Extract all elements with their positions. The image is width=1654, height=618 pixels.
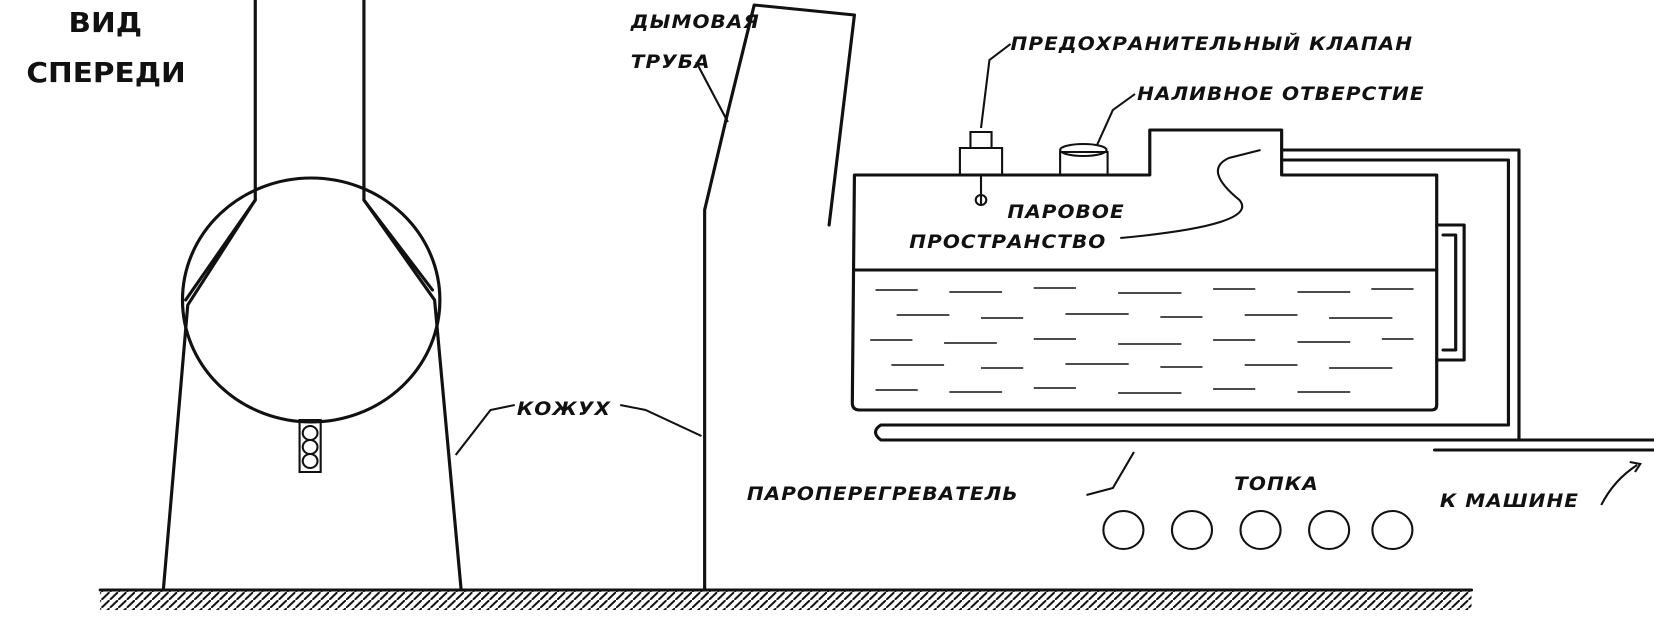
chimney-label-1: ДЫМОВАЯ [630,10,760,32]
filler-hole-label: НАЛИВНОЕ ОТВЕРСТИЕ [1137,82,1424,104]
firebox-burners [1102,510,1414,550]
water-dashes [870,287,1414,394]
ground-hatching [100,590,1472,610]
steam-space-leader [1120,149,1261,239]
steam-space-label-1: ПАРОВОЕ [1007,200,1124,222]
boiler-drum [850,128,1439,412]
safety-valve-leader [979,43,1012,129]
front-drain-pipe [298,419,322,473]
superheater-coil [873,423,1654,452]
steam-space-label-2: ПРОСТРАНСТВО [909,230,1106,252]
chimney-leader [695,61,729,123]
front-casing [161,198,463,590]
front-view-title-1: ВИД [69,6,143,39]
to-engine-arrow [1600,461,1642,506]
side-view [703,3,1654,592]
labels: ДЫМОВАЯ ТРУБА ПРЕДОХРАНИТЕЛЬНЫЙ КЛАПАН Н… [454,10,1642,512]
superheater-leader [1086,451,1135,496]
front-view: ВИД СПЕРЕДИ [26,0,463,590]
safety-valve-label: ПРЕДОХРАНИТЕЛЬНЫЙ КЛАПАН [1011,32,1413,54]
firebox-label: ТОПКА [1234,472,1319,494]
superheater-label: ПАРОПЕРЕГРЕВАТЕЛЬ [747,482,1019,504]
chimney-label-2: ТРУБА [631,50,711,72]
front-boiler-drum [180,176,442,424]
water-gauge-glass [1435,223,1466,362]
safety-valve-icon [958,131,1004,206]
to-engine-label: К МАШИНЕ [1440,489,1579,511]
casing-label: КОЖУХ [517,397,611,419]
casing-leaders [454,404,702,456]
front-chimney [184,0,435,302]
filler-cap-icon [1059,143,1109,176]
filler-hole-leader [1096,93,1136,146]
steam-pipe [1280,148,1521,442]
front-view-title-2: СПЕРЕДИ [26,56,185,89]
side-chimney-and-casing [703,3,857,592]
